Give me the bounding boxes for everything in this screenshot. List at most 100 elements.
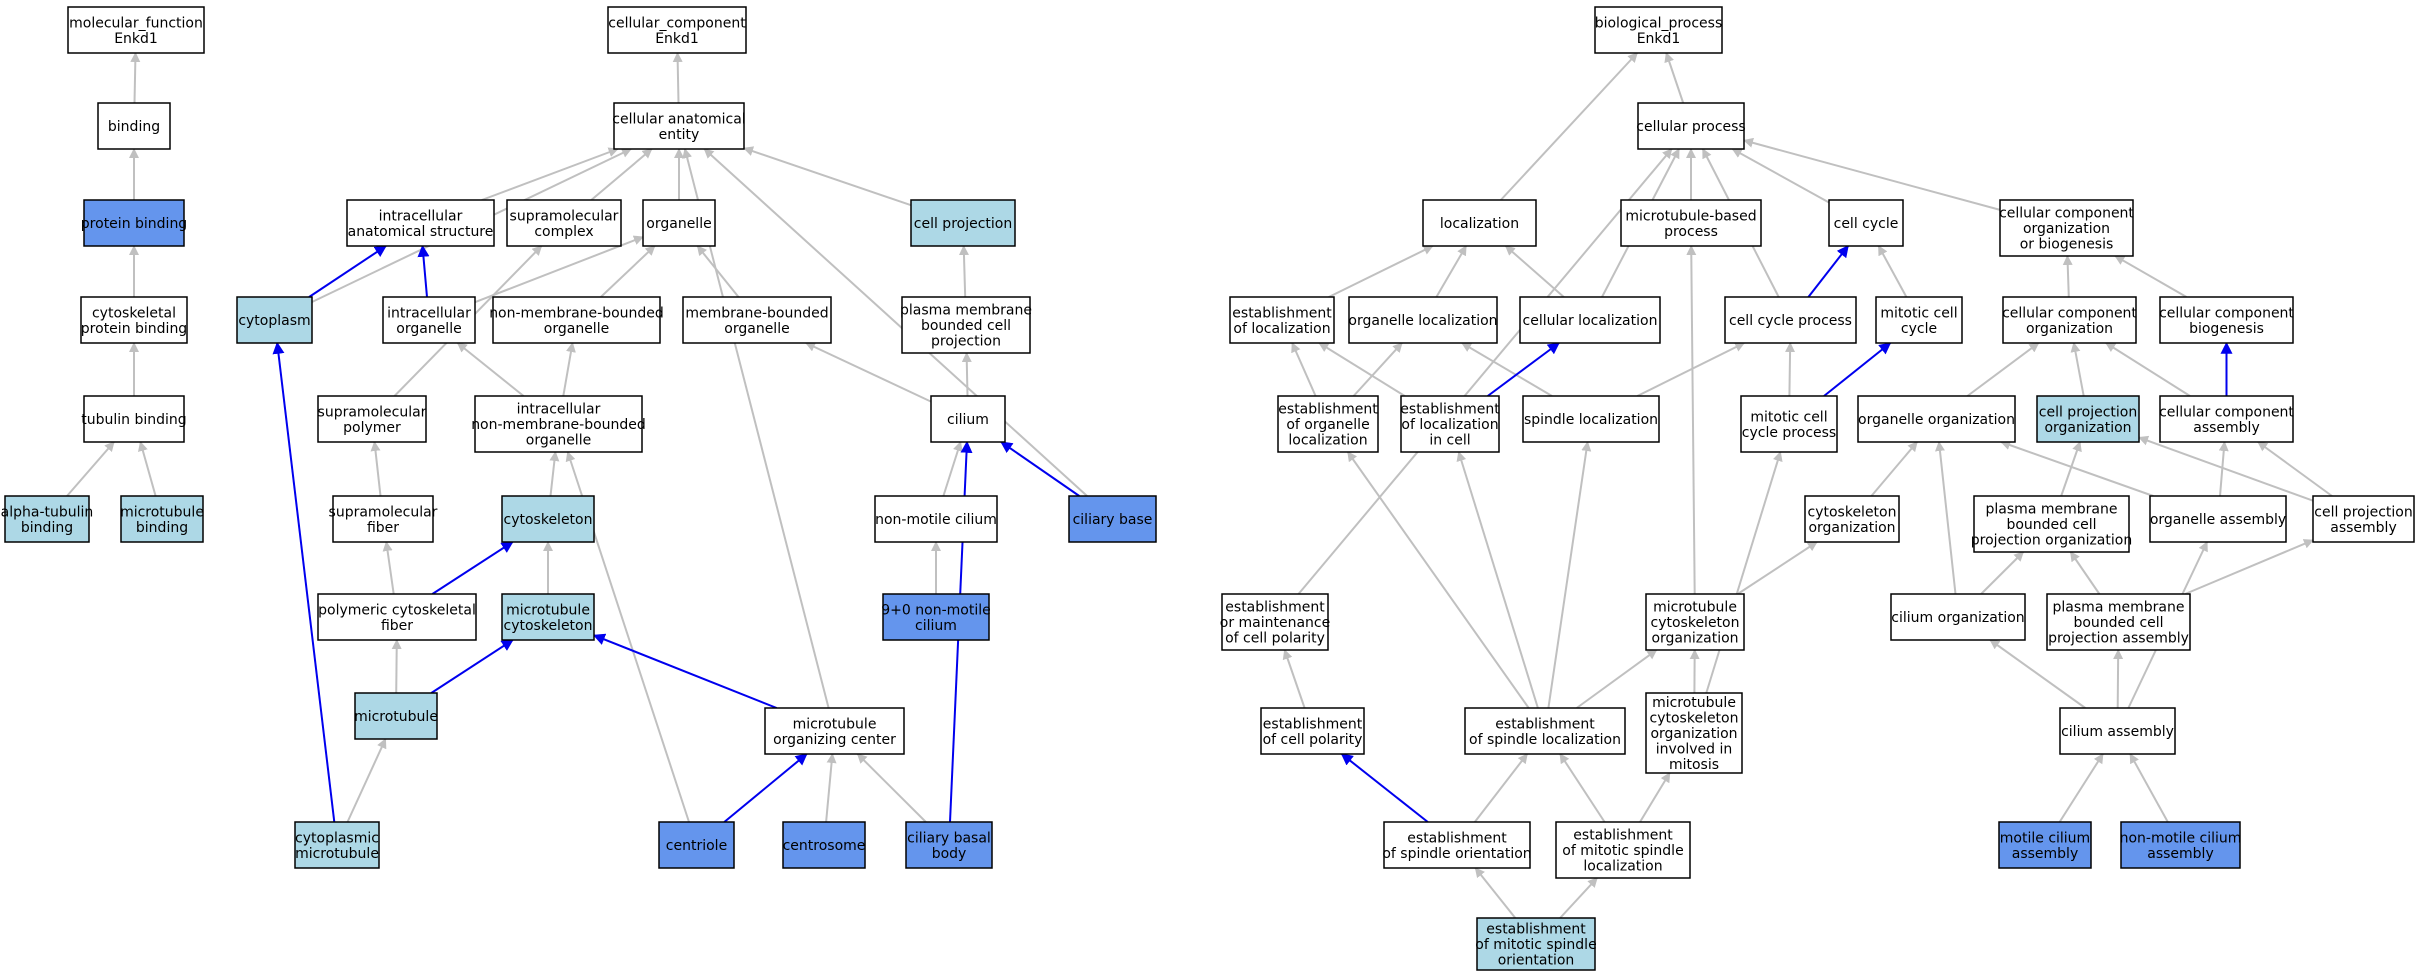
node-centrosome[interactable]: centrosome — [782, 821, 866, 869]
node-label: Enkd1 — [655, 31, 699, 47]
node-box — [83, 395, 185, 443]
node-box — [682, 296, 832, 344]
node-box — [2036, 395, 2140, 443]
node-box — [474, 395, 643, 453]
node-cell_loc[interactable]: cellular localization — [1519, 296, 1661, 344]
node-localization[interactable]: localization — [1422, 199, 1537, 247]
node-binding[interactable]: binding — [97, 102, 171, 150]
node-label: of spindle orientation — [1382, 846, 1531, 862]
node-label: cellular anatomical — [612, 111, 745, 127]
node-label: microtubule — [1652, 695, 1736, 711]
node-cil_asm[interactable]: cilium assembly — [2059, 707, 2176, 755]
node-cell_process[interactable]: cellular process — [1636, 102, 1746, 150]
node-ccp[interactable]: cell cycle process — [1724, 296, 1857, 344]
node-tubulin_binding[interactable]: tubulin binding — [81, 395, 187, 443]
node-label: non-motile cilium — [875, 512, 997, 528]
node-cil_org[interactable]: cilium organization — [1890, 593, 2026, 641]
node-org_loc[interactable]: organelle localization — [1348, 296, 1498, 344]
edge-inmbo-to-intra_org — [456, 342, 525, 397]
node-nmc[interactable]: non-motile cilium — [874, 495, 998, 543]
node-label: of cell polarity — [1263, 732, 1363, 748]
node-box — [382, 296, 476, 344]
node-label: microtubule — [120, 504, 204, 520]
node-org_org[interactable]: organelle organization — [1857, 395, 2016, 443]
node-org_asm[interactable]: organelle assembly — [2149, 495, 2287, 543]
node-label: projection organization — [1971, 533, 2132, 549]
node-organelle[interactable]: organelle — [642, 199, 716, 247]
node-inmbo[interactable]: intracellularnon-membrane-boundedorganel… — [471, 395, 646, 453]
node-box — [1555, 821, 1691, 879]
node-protein_binding[interactable]: protein binding — [81, 199, 187, 247]
edge-eso-to-ecp — [1340, 753, 1429, 823]
node-microtubule[interactable]: microtubule — [354, 692, 438, 740]
edge-org_loc-to-localization — [1435, 245, 1467, 298]
node-cell_proj[interactable]: cell projection — [910, 199, 1016, 247]
edge-nmc-to-cilium — [942, 441, 963, 497]
node-cytoplasm[interactable]: cytoplasm — [236, 296, 313, 344]
node-label: organelle — [724, 321, 789, 337]
node-mtcoim[interactable]: microtubulecytoskeletonorganizationinvol… — [1645, 692, 1743, 774]
edge-pcf-to-cytoskeleton — [431, 541, 514, 595]
node-label: Enkd1 — [114, 31, 158, 47]
node-label: supramolecular — [510, 208, 619, 224]
node-spindle_loc[interactable]: spindle localization — [1522, 395, 1660, 443]
edge-esl-to-elic — [1456, 451, 1539, 709]
node-centriole[interactable]: centriole — [658, 821, 735, 869]
node-box — [346, 199, 495, 247]
edge-layer — [66, 52, 2333, 919]
node-cell_cycle[interactable]: cell cycle — [1828, 199, 1904, 247]
edge-microtubule-to-mtcs — [430, 639, 514, 694]
node-label: cytoskeleton — [1651, 615, 1740, 631]
node-cilium[interactable]: cilium — [930, 395, 1006, 443]
edge-esl-to-mtco — [1576, 649, 1658, 709]
node-box — [80, 296, 188, 344]
node-ciliary_base[interactable]: ciliary base — [1068, 495, 1157, 543]
node-cytoskeleton[interactable]: cytoskeleton — [501, 495, 595, 543]
